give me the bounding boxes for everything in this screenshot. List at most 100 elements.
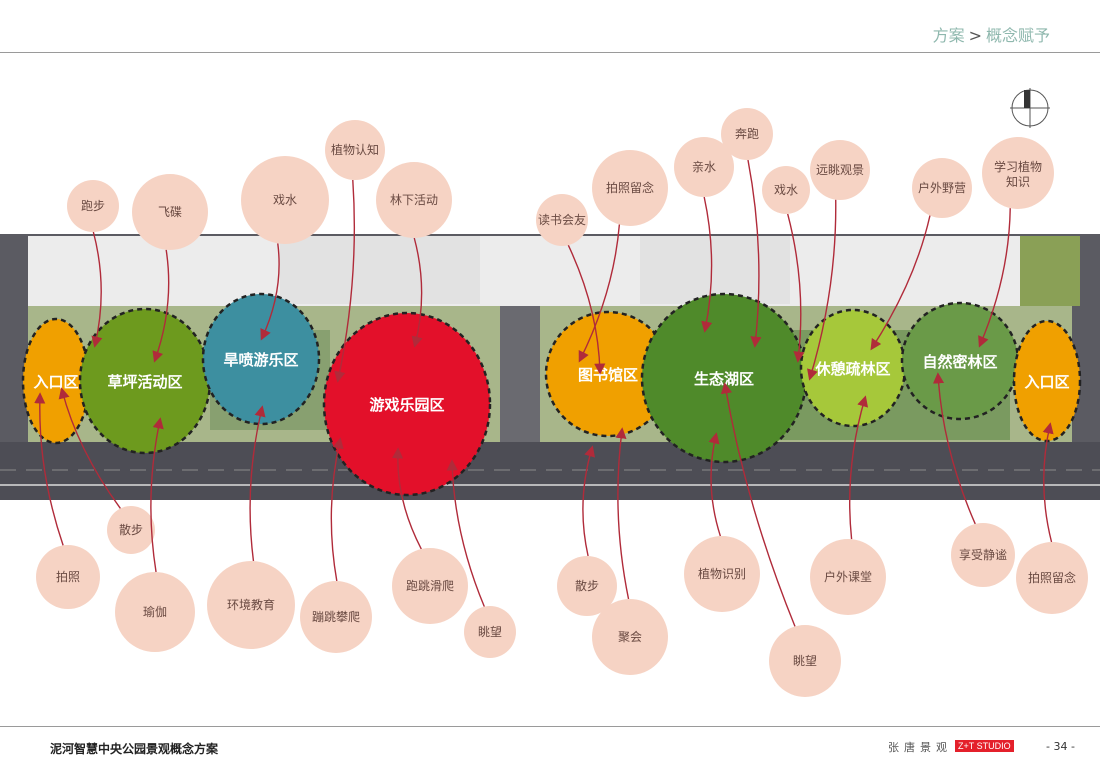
activity-arrow	[58, 387, 121, 509]
activity-label: 亲水	[692, 160, 716, 174]
activity-arrow	[446, 459, 485, 607]
activity-circle	[982, 137, 1054, 209]
activity-circle	[951, 523, 1015, 587]
activity-bubble: 戏水	[762, 166, 810, 363]
activity-bubble: 户外野营	[870, 158, 972, 351]
activity-bubble: 林下活动	[376, 162, 452, 348]
activity-label: 瑜伽	[143, 604, 167, 619]
activity-label: 植物认知	[331, 142, 379, 157]
activity-bubble: 读书会友	[536, 194, 606, 375]
activity-circle	[67, 180, 119, 232]
activity-label: 读书会友	[538, 213, 586, 227]
activity-label: 学习植物	[994, 159, 1042, 174]
activity-circle	[392, 548, 468, 624]
activity-arrow	[787, 213, 805, 363]
activity-label: 戏水	[774, 183, 798, 197]
activity-arrow	[152, 249, 170, 363]
activity-label: 户外野营	[918, 180, 966, 195]
activity-arrow	[720, 382, 796, 627]
activity-bubble: 植物识别	[684, 432, 760, 612]
activity-circle	[592, 599, 668, 675]
zone-rest-woods: 休憩疏林区	[799, 308, 907, 428]
activity-bubble: 植物认知	[325, 120, 385, 383]
zone-label: 休憩疏林区	[814, 360, 890, 378]
activity-label: 跑跳滑爬	[406, 579, 454, 593]
activity-label: 跑步	[81, 199, 105, 213]
activity-label: 眺望	[793, 654, 817, 668]
activity-circle	[1016, 542, 1088, 614]
activity-arrow	[578, 224, 621, 363]
activity-arrow	[582, 445, 595, 557]
zone-circle	[201, 292, 321, 426]
activity-label: 知识	[1006, 175, 1030, 189]
activity-arrow	[249, 405, 266, 562]
activity-arrow	[978, 208, 1011, 348]
activity-circle	[325, 120, 385, 180]
activity-label: 眺望	[478, 625, 502, 639]
header-rule	[0, 52, 1100, 53]
north-compass-icon	[1010, 88, 1050, 128]
zone-lawn: 草坪活动区	[78, 307, 212, 455]
activity-bubble: 拍照留念	[1016, 422, 1088, 614]
activity-label: 奔跑	[735, 127, 759, 141]
activity-circle	[674, 137, 734, 197]
zone-label: 游戏乐园区	[369, 396, 444, 414]
activity-label: 拍照留念	[606, 180, 654, 195]
activity-circle	[376, 162, 452, 238]
zone-label: 生态湖区	[694, 370, 754, 388]
activity-label: 林下活动	[390, 193, 438, 207]
header-section: 方案	[932, 26, 965, 45]
zone-eco-lake: 生态湖区	[640, 292, 808, 464]
activity-circle	[464, 606, 516, 658]
activity-arrow	[334, 179, 356, 383]
zone-label: 入口区	[33, 373, 78, 391]
activity-arrow	[1042, 422, 1054, 543]
activity-bubble: 瑜伽	[115, 417, 195, 652]
activity-arrow	[411, 237, 423, 348]
activity-bubble: 散步	[557, 445, 617, 616]
zone-circle	[322, 311, 492, 497]
zone-label: 旱喷游乐区	[223, 351, 298, 369]
activity-bubble: 聚会	[592, 427, 668, 675]
activity-arrow	[615, 427, 630, 600]
page-number: - 34 -	[1046, 740, 1075, 753]
activity-arrow	[932, 372, 976, 525]
activity-arrow	[708, 432, 722, 537]
activity-circle	[592, 150, 668, 226]
activity-circle	[107, 506, 155, 554]
activity-arrow	[392, 447, 422, 550]
activity-circle	[810, 539, 886, 615]
activity-bubble: 眺望	[446, 459, 516, 658]
activity-label: 远眺观景	[816, 163, 864, 177]
activity-bubble: 环境教育	[207, 405, 295, 649]
activity-label: 环境教育	[227, 597, 275, 612]
activity-label: 聚会	[618, 630, 642, 644]
activity-circle	[207, 561, 295, 649]
page-header: 方案>概念赋予	[933, 22, 1050, 46]
zone-label: 图书馆区	[578, 366, 638, 384]
activity-bubble: 跑步	[67, 180, 119, 348]
activity-label: 飞碟	[158, 205, 182, 219]
activity-arrow	[747, 159, 762, 348]
header-separator: >	[968, 26, 982, 45]
activity-arrow	[848, 395, 869, 540]
activity-circle	[115, 572, 195, 652]
zone-dense-forest: 自然密林区	[900, 301, 1020, 421]
activity-layer: 跑步飞碟戏水植物认知林下活动读书会友拍照留念亲水奔跑戏水远眺观景户外野营学习植物…	[34, 108, 1088, 697]
activity-label: 享受静谧	[959, 547, 1007, 562]
activity-label: 散步	[575, 578, 599, 593]
zone-layer: 入口区草坪活动区旱喷游乐区游戏乐园区图书馆区生态湖区休憩疏林区自然密林区入口区	[21, 292, 1082, 497]
zone-playground: 游戏乐园区	[322, 311, 492, 497]
activity-arrow	[870, 215, 931, 351]
activity-bubble: 享受静谧	[932, 372, 1015, 587]
activity-arrow	[34, 392, 64, 546]
activity-bubble: 远眺观景	[807, 140, 870, 381]
footer-rule	[0, 726, 1100, 727]
zone-entry-left: 入口区	[21, 317, 91, 445]
activity-label: 拍照留念	[1028, 570, 1076, 585]
studio-badge: Z+T STUDIO	[955, 740, 1014, 752]
activity-label: 散步	[119, 522, 143, 537]
activity-bubble: 户外课堂	[810, 395, 886, 615]
